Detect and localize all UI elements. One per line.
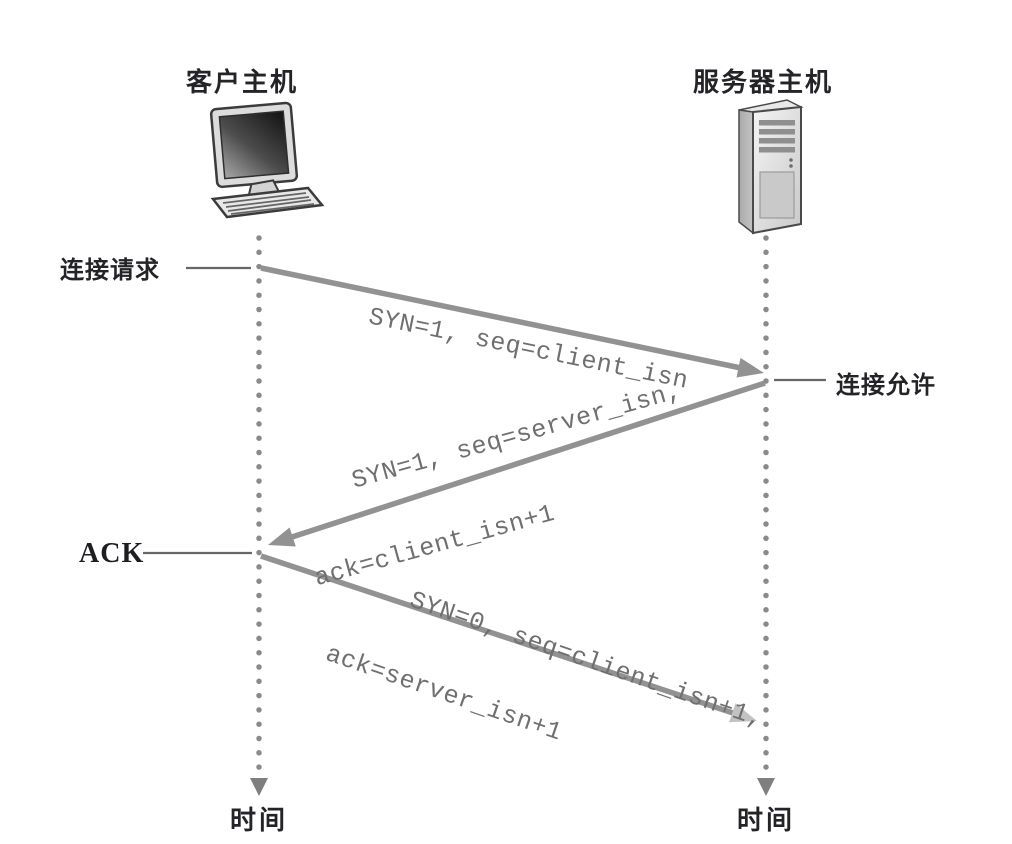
connection-granted-label: 连接允许 (836, 372, 936, 399)
client-time-label: 时间 (229, 805, 288, 835)
server-tower-icon (738, 99, 804, 235)
client-host-label: 客户主机 (186, 67, 299, 97)
ack-arrow (260, 553, 757, 723)
client-computer-icon (209, 101, 325, 219)
server-host-label: 服务器主机 (692, 67, 833, 97)
event-connectors (143, 266, 826, 555)
server-timeline (757, 235, 775, 796)
server-timeline-arrowhead (757, 778, 775, 796)
client-timeline (250, 235, 268, 796)
synack-arrow (268, 380, 766, 547)
client-keyboard (210, 186, 325, 219)
ack-label: ACK (79, 538, 145, 569)
syn-arrow (260, 265, 764, 378)
server-time-label: 时间 (736, 805, 795, 835)
client-timeline-arrowhead (250, 778, 268, 796)
connection-request-label: 连接请求 (60, 257, 160, 284)
